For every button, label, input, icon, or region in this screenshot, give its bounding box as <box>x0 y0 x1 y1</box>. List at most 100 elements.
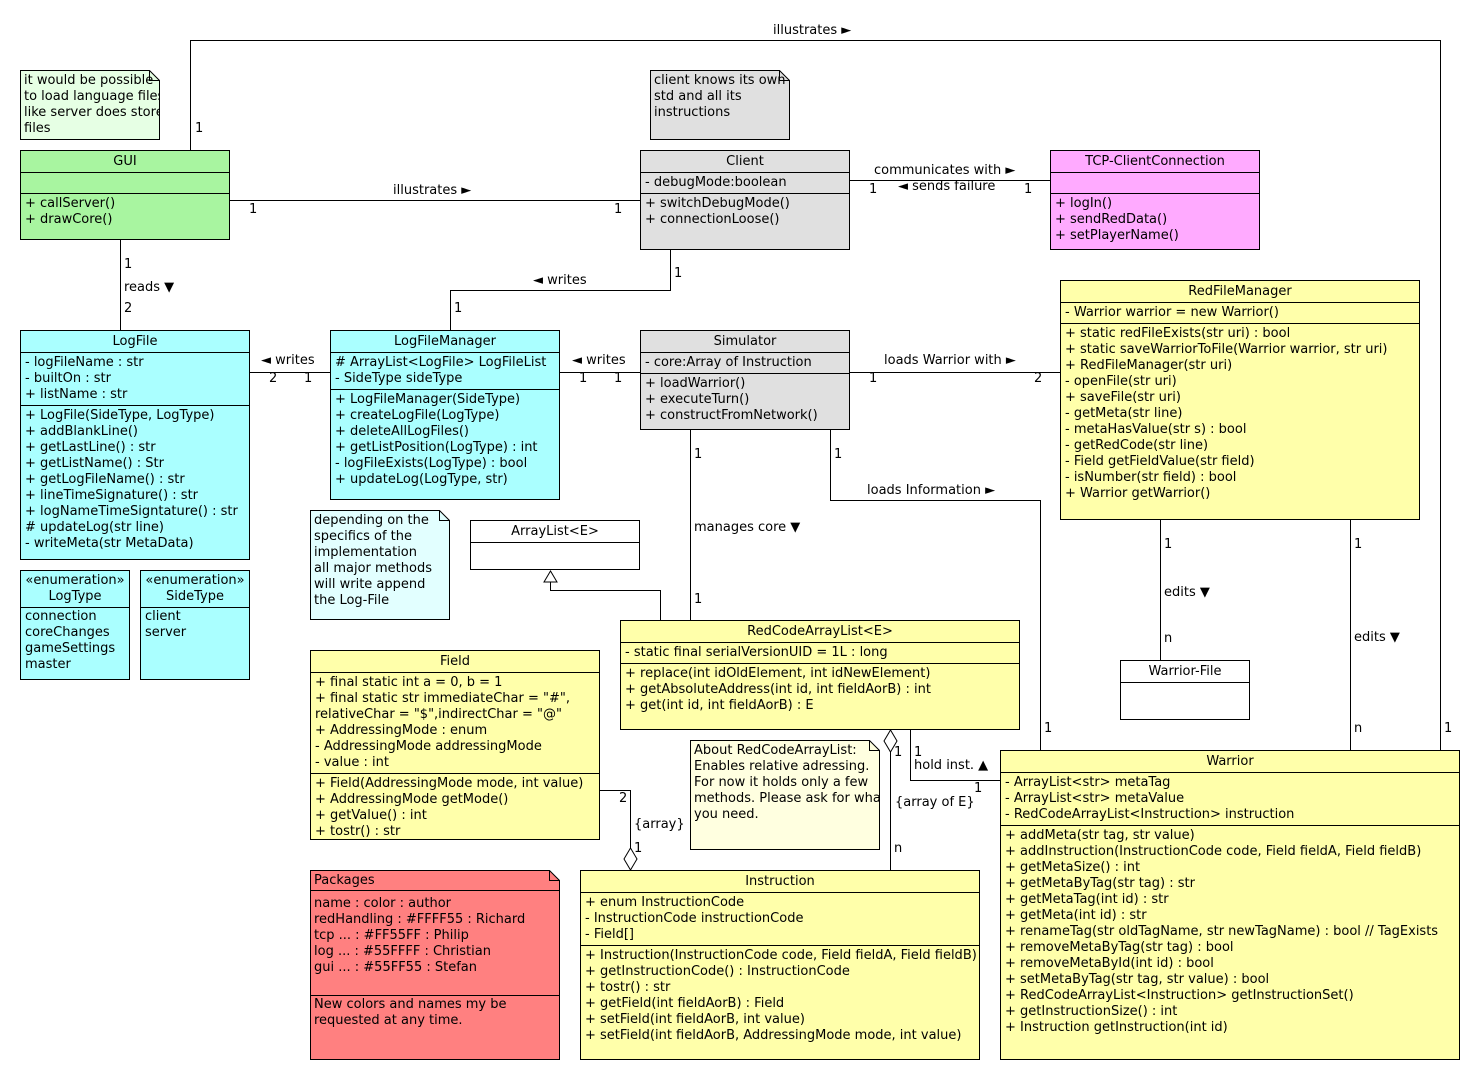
member-line: + getLogFileName() : str <box>25 472 185 487</box>
member-line: - ArrayList<str> metaTag <box>1005 775 1171 790</box>
class-field-methods: + Field(AddressingMode mode, int value)+… <box>311 774 599 839</box>
member-line: - metaHasValue(str s) : bool <box>1065 422 1247 437</box>
note-line: will write append <box>314 577 426 592</box>
class-redfilemanager[interactable]: RedFileManager - Warrior warrior = new W… <box>1060 280 1420 520</box>
member-line: + getInstructionSize() : int <box>1005 1004 1178 1019</box>
class-tcp-clientconnection[interactable]: TCP-ClientConnection + logIn()+ sendRedD… <box>1050 150 1260 250</box>
mult-wf-edits: n <box>1164 631 1173 646</box>
member-line: + LogFileManager(SideType) <box>335 392 521 407</box>
class-redcodearraylist[interactable]: RedCodeArrayList<E> - static final seria… <box>620 620 1020 730</box>
enum-logtype-stereotype: «enumeration» <box>25 573 125 588</box>
member-line: + get(int id, int fieldAorB) : E <box>625 698 814 713</box>
class-field[interactable]: Field + final static int a = 0, b = 1+ f… <box>310 650 600 840</box>
mult-client-writes: 1 <box>674 266 683 281</box>
member-line: - value : int <box>315 755 389 770</box>
member-line: server <box>145 625 187 640</box>
member-line: + addMeta(str tag, str value) <box>1005 828 1195 843</box>
class-warrior-methods: + addMeta(str tag, str value)+ addInstru… <box>1001 826 1459 1038</box>
class-logfile[interactable]: LogFile - logFileName : str- builtOn : s… <box>20 330 250 560</box>
class-arraylist[interactable]: ArrayList<E> <box>470 520 640 570</box>
note-line: implementation <box>314 545 418 560</box>
member-line: + sendRedData() <box>1055 212 1168 227</box>
member-line: + setField(int fieldAorB, int value) <box>585 1012 805 1027</box>
member-line: client <box>145 609 181 624</box>
member-line: connection <box>25 609 97 624</box>
label-edits-2: edits ▼ <box>1354 630 1400 645</box>
member-line: - ArrayList<str> metaValue <box>1005 791 1185 806</box>
class-warrior[interactable]: Warrior - ArrayList<str> metaTag- ArrayL… <box>1000 750 1460 1060</box>
mult-instr-arr: n <box>894 841 903 856</box>
note-line: name : color : author <box>314 896 452 911</box>
label-communicates: communicates with ► <box>874 163 1016 178</box>
class-logfilemanager-methods: + LogFileManager(SideType)+ createLogFil… <box>331 390 559 490</box>
member-line: - logFileExists(LogType) : bool <box>335 456 528 471</box>
member-line: + updateLog(LogType, str) <box>335 472 508 487</box>
member-line: + addBlankLine() <box>25 424 138 439</box>
member-line: + renameTag(str oldTagName, str newTagNa… <box>1005 924 1439 939</box>
class-warrior-file[interactable]: Warrior-File <box>1120 660 1250 720</box>
member-line: + saveFile(str uri) <box>1065 390 1181 405</box>
member-line: + replace(int idOldElement, int idNewEle… <box>625 666 931 681</box>
note-line: files <box>24 121 51 136</box>
packages-title: Packages <box>314 873 375 888</box>
mult-client-gui: 1 <box>614 202 623 217</box>
class-client[interactable]: Client - debugMode:boolean + switchDebug… <box>640 150 850 250</box>
member-line: + executeTurn() <box>645 392 750 407</box>
member-line: - Field getFieldValue(str field) <box>1065 454 1255 469</box>
mult-warrior-top: 1 <box>1444 721 1453 736</box>
member-line: + RedCodeArrayList<Instruction> getInstr… <box>1005 988 1354 1003</box>
mult-logfile-reads: 2 <box>124 301 133 316</box>
member-line: - Field[] <box>585 927 634 942</box>
mult-warrior-edits: n <box>1354 721 1363 736</box>
member-line: - InstructionCode instructionCode <box>585 911 804 926</box>
member-line: + final static int a = 0, b = 1 <box>315 675 503 690</box>
member-line: + static saveWarriorToFile(Warrior warri… <box>1065 342 1388 357</box>
class-tcp-methods: + logIn()+ sendRedData()+ setPlayerName(… <box>1051 194 1259 246</box>
member-line: - AddressingMode addressingMode <box>315 739 542 754</box>
class-client-methods: + switchDebugMode()+ connectionLoose() <box>641 194 849 230</box>
class-tcp-attributes <box>1051 173 1259 194</box>
note-line: it would be possible <box>24 73 154 88</box>
mult-warrior-hold: 1 <box>974 781 983 796</box>
class-simulator[interactable]: Simulator - core:Array of Instruction + … <box>640 330 850 430</box>
class-gui-attributes <box>21 173 229 194</box>
note-line: New colors and names my be <box>314 997 507 1012</box>
member-line: relativeChar = "$",indirectChar = "@" <box>315 707 562 722</box>
mult-rcal-core: 1 <box>694 592 703 607</box>
note-line: std and all its <box>654 89 742 104</box>
class-warrior-attributes: - ArrayList<str> metaTag- ArrayList<str>… <box>1001 773 1459 826</box>
class-gui[interactable]: GUI + callServer()+ drawCore() <box>20 150 230 240</box>
member-line: + getField(int fieldAorB) : Field <box>585 996 785 1011</box>
mult-sim-lfm: 1 <box>614 371 623 386</box>
mult-lfm-writes: 1 <box>454 301 463 316</box>
member-line: + addInstruction(InstructionCode code, F… <box>1005 844 1422 859</box>
label-loads-information: loads Information ► <box>867 483 996 498</box>
class-instruction[interactable]: Instruction + enum InstructionCode- Inst… <box>580 870 980 1060</box>
edge-client-lfm <box>450 250 671 330</box>
member-line: + Field(AddressingMode mode, int value) <box>315 776 584 791</box>
edge-generalization <box>550 582 661 620</box>
label-reads: reads ▼ <box>124 280 175 295</box>
note-line: depending on the <box>314 513 429 528</box>
note-line: tcp ... : #FF55FF : Philip <box>314 928 469 943</box>
member-line: + tostr() : str <box>585 980 671 995</box>
mult-client-tcp: 1 <box>869 182 878 197</box>
member-line: + drawCore() <box>25 212 113 227</box>
class-client-name: Client <box>641 151 849 173</box>
member-line: + createLogFile(LogType) <box>335 408 500 423</box>
note-line: instructions <box>654 105 731 120</box>
member-line: - logFileName : str <box>25 355 144 370</box>
class-warrior-name: Warrior <box>1001 751 1459 773</box>
member-line: - writeMeta(str MetaData) <box>25 536 194 551</box>
class-redfilemanager-methods: + static redFileExists(str uri) : bool+ … <box>1061 324 1419 504</box>
class-logfilemanager[interactable]: LogFileManager # ArrayList<LogFile> LogF… <box>330 330 560 500</box>
label-sends-failure: ◄ sends failure <box>898 179 996 194</box>
member-line: - openFile(str uri) <box>1065 374 1177 389</box>
